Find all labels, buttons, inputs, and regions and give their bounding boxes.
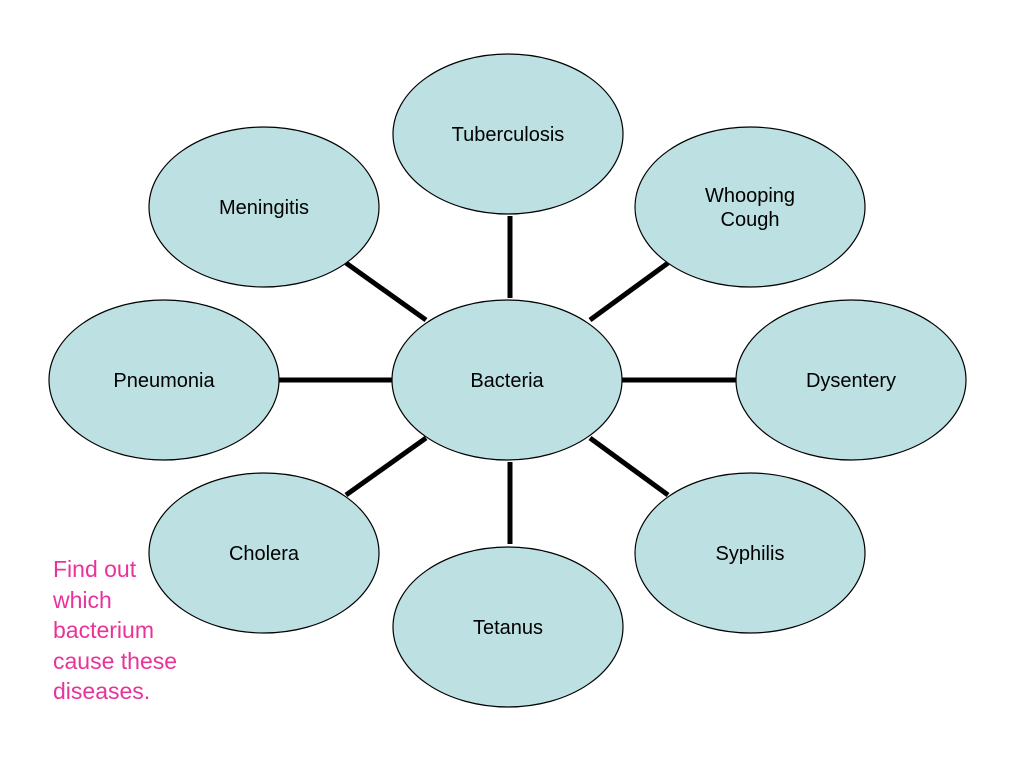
node-label: Tetanus — [473, 617, 543, 639]
node-label: Tuberculosis — [452, 124, 565, 146]
node-dysentery: Dysentery — [735, 299, 967, 461]
node-label: Pneumonia — [113, 370, 215, 392]
node-cholera: Cholera — [148, 472, 380, 634]
node-meningitis: Meningitis — [148, 126, 380, 288]
instruction-text: Find out which bacterium cause these dis… — [53, 556, 178, 704]
node-pneumonia: Pneumonia — [48, 299, 280, 461]
node-shape — [148, 126, 380, 288]
node-shape — [634, 472, 866, 634]
node-bacteria-center: Bacteria — [391, 299, 623, 461]
connector-lines — [279, 216, 736, 544]
node-label: Meningitis — [219, 197, 309, 219]
node-tuberculosis: Tuberculosis — [392, 53, 624, 215]
node-shape — [148, 472, 380, 634]
node-label: Bacteria — [470, 370, 544, 392]
connector-whooping-cough — [588, 260, 670, 323]
node-shape — [48, 299, 280, 461]
node-label: Cholera — [229, 543, 300, 565]
node-label: Syphilis — [716, 543, 785, 565]
node-shape — [391, 299, 623, 461]
node-shape — [735, 299, 967, 461]
node-syphilis: Syphilis — [634, 472, 866, 634]
node-shape — [634, 126, 866, 288]
connector-syphilis — [588, 435, 670, 498]
node-shape — [392, 546, 624, 708]
node-label: Dysentery — [806, 370, 896, 392]
connector-cholera — [344, 435, 428, 498]
connector-meningitis — [344, 260, 428, 323]
node-tetanus: Tetanus — [392, 546, 624, 708]
node-shape — [392, 53, 624, 215]
